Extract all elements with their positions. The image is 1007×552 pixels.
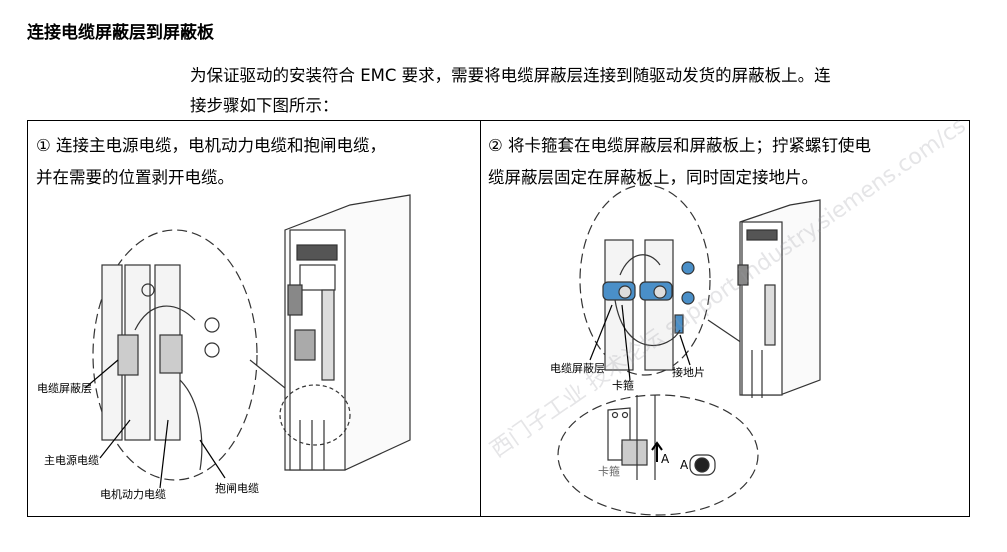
step-1-text: ① 连接主电源电缆，电机动力电缆和抱闸电缆， 并在需要的位置剥开电缆。	[36, 130, 386, 194]
intro-line-2: 接步骤如下图所示：	[190, 96, 339, 115]
label-motor-cable: 电机动力电缆	[100, 488, 166, 501]
steps-table	[27, 120, 970, 517]
table-divider	[480, 120, 481, 517]
section-title: 连接电缆屏蔽层到屏蔽板	[27, 23, 214, 43]
label-cable-shield: 电缆屏蔽层	[37, 382, 92, 395]
step-1-line-2: 并在需要的位置剥开电缆。	[36, 168, 234, 187]
step-2-line-1: ② 将卡箍套在电缆屏蔽层和屏蔽板上；拧紧螺钉使电	[488, 136, 872, 155]
label-view-a: A	[661, 452, 670, 466]
step-2-text: ② 将卡箍套在电缆屏蔽层和屏蔽板上；拧紧螺钉使电 缆屏蔽层固定在屏蔽板上，同时固…	[488, 130, 871, 194]
label-cable-shield-2: 电缆屏蔽层	[550, 362, 605, 375]
label-ground-plate: 接地片	[672, 366, 705, 379]
step-1-illustration	[84, 194, 411, 489]
drive-unit-2	[737, 199, 821, 398]
label-view-a-2: A	[680, 458, 689, 472]
step-1-line-1: ① 连接主电源电缆，电机动力电缆和抱闸电缆，	[36, 136, 387, 155]
label-brake-cable: 抱闸电缆	[215, 482, 259, 495]
intro-line-1: 为保证驱动的安装符合 EMC 要求，需要将电缆屏蔽层连接到随驱动发货的屏蔽板上。…	[190, 66, 831, 85]
label-clamp: 卡箍	[612, 379, 634, 392]
step-2-line-2: 缆屏蔽层固定在屏蔽板上，同时固定接地片。	[488, 168, 818, 187]
label-mains-cable: 主电源电缆	[44, 454, 99, 467]
step-2-illustration	[557, 184, 821, 516]
drive-unit-1	[279, 194, 411, 471]
label-clamp-detail: 卡箍	[598, 465, 620, 478]
